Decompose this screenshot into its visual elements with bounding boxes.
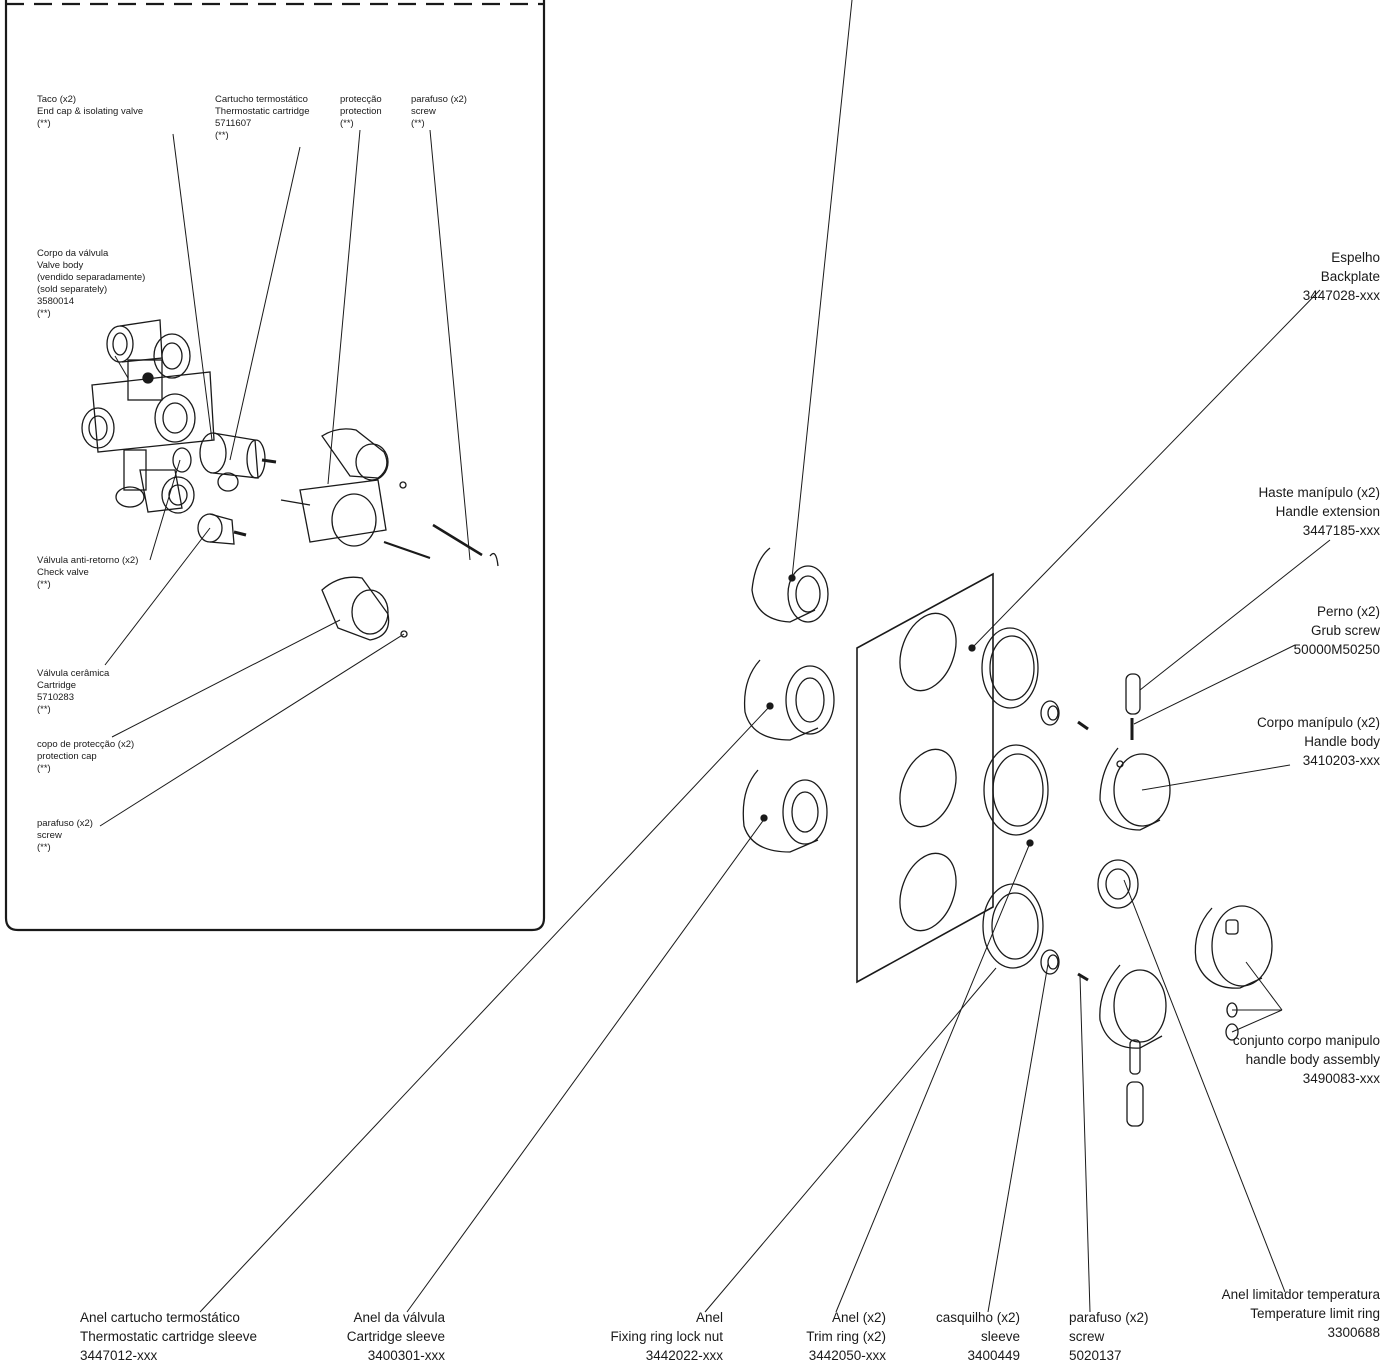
handle-body-lower-drawing — [1099, 964, 1167, 1127]
sleeve-top-drawing — [751, 547, 829, 623]
label-anel-trim: Anel (x2)Trim ring (x2)3442050-xxx — [806, 1310, 886, 1363]
trim-rings-drawing — [981, 627, 1049, 969]
thermostatic-cartridge-drawing — [199, 432, 277, 492]
protection-drawing — [280, 428, 431, 559]
label-parafuso-inset-bottom: parafuso (x2)screw(**) — [37, 818, 93, 853]
protection-cap-drawing — [321, 576, 408, 641]
label-parafuso-inset-top: parafuso (x2)screw(**) — [411, 94, 467, 129]
backplate-drawing — [856, 572, 994, 984]
label-valvula-anti-retorno: Válvula anti-retorno (x2)Check valve(**) — [37, 555, 139, 590]
label-taco: Taco (x2)End cap & isolating valve(**) — [37, 94, 144, 129]
temperature-ring-drawing — [1097, 859, 1139, 909]
sleeve-middle-drawing — [743, 659, 835, 741]
handle-assembly-drawing — [1194, 905, 1273, 1041]
inset-frame — [4, 0, 546, 932]
leader-lines — [99, 0, 1331, 1313]
valve-body-drawing — [81, 319, 215, 514]
label-copo-proteccao: copo de protecção (x2)protection cap(**) — [37, 739, 135, 774]
handle-body-drawing — [1099, 673, 1171, 831]
check-valve-drawing — [172, 447, 247, 545]
sleeve-bottom-drawing — [742, 769, 828, 853]
